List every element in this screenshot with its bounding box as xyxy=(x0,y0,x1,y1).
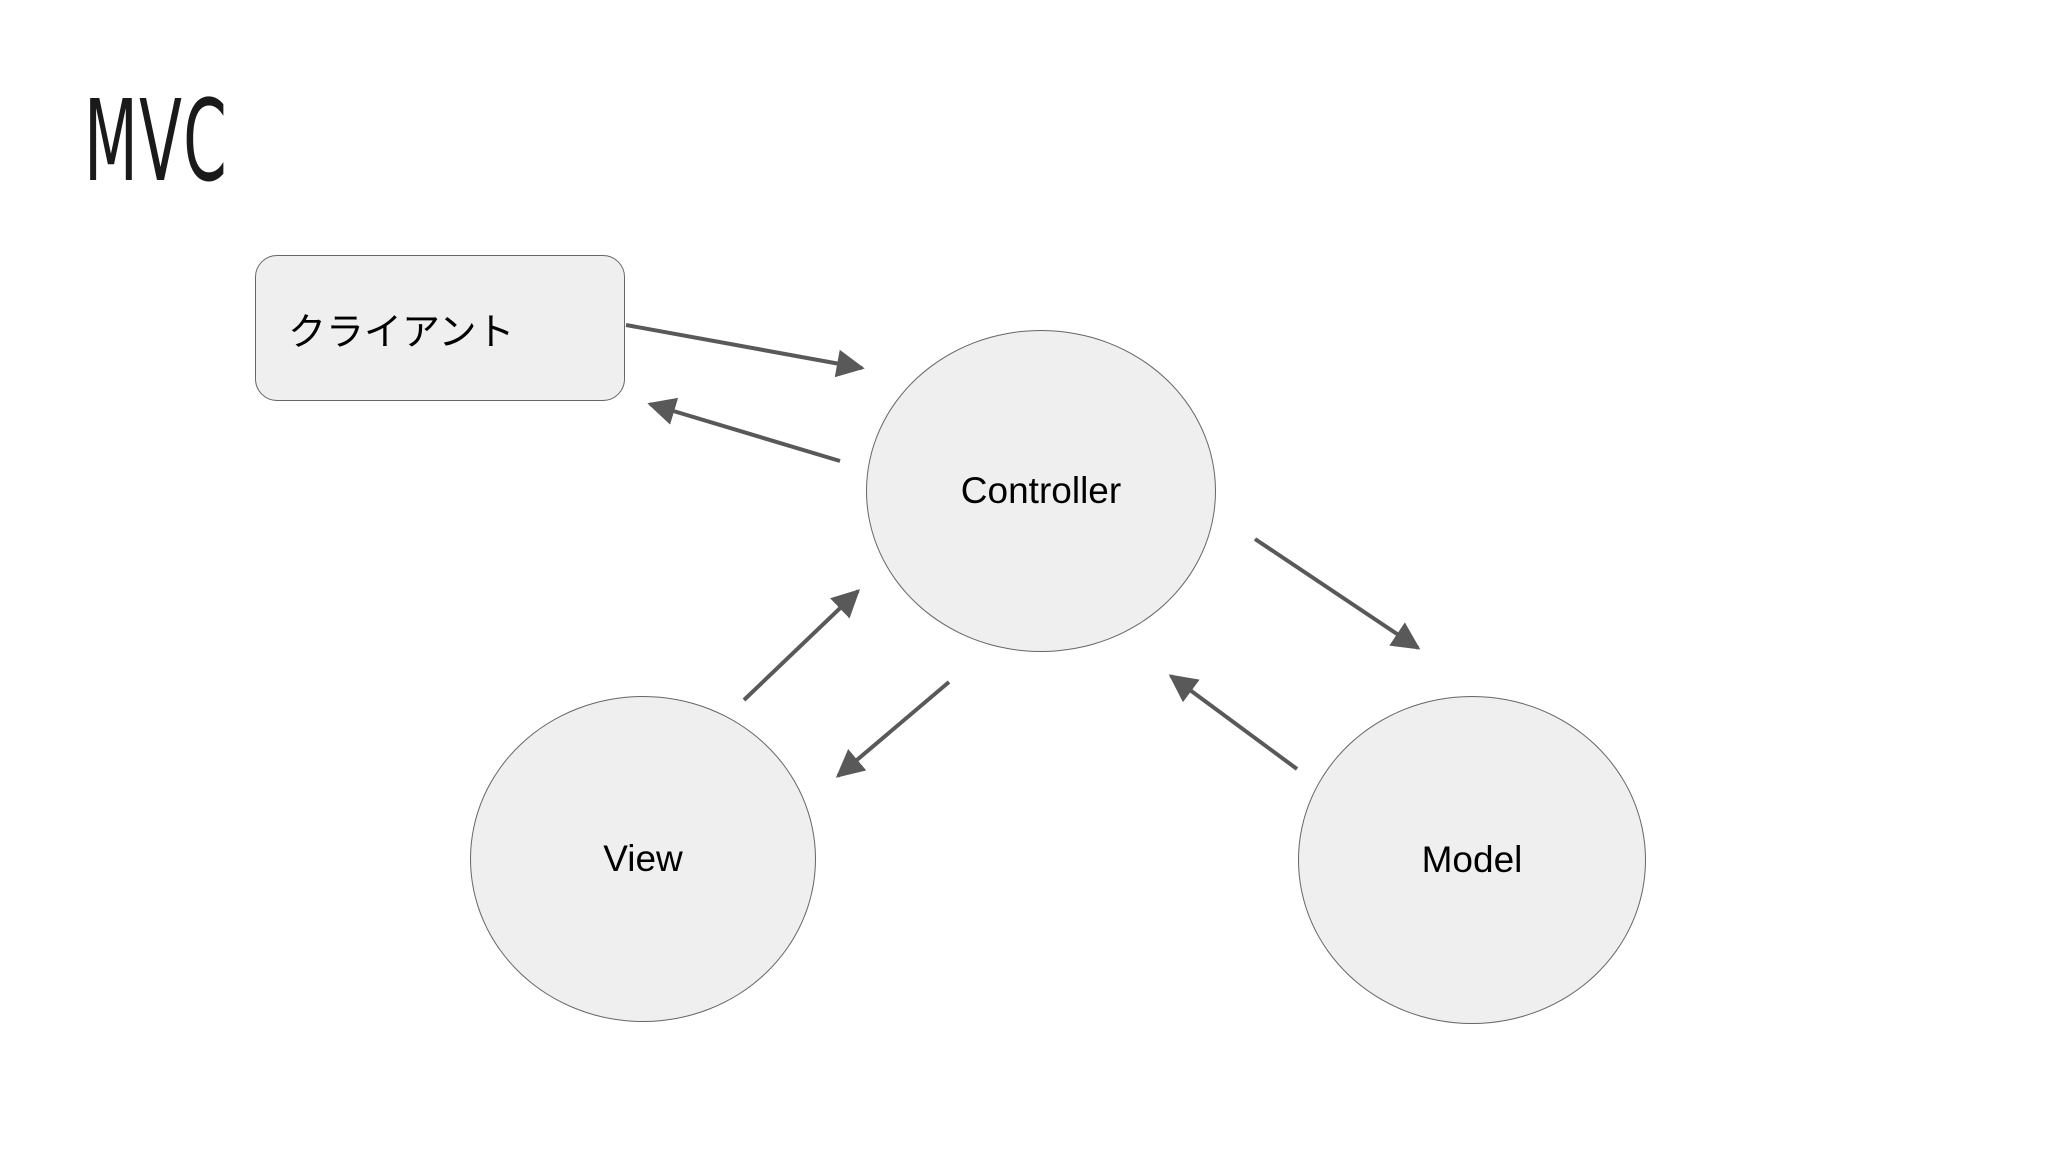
node-view-label: View xyxy=(603,838,683,879)
node-controller[interactable]: Controller xyxy=(866,330,1216,652)
page-title: MVC xyxy=(84,77,228,207)
edge-view-to-controller xyxy=(742,589,861,702)
edge-controller-to-view xyxy=(835,680,951,778)
node-controller-label: Controller xyxy=(960,470,1122,511)
node-view[interactable]: View xyxy=(470,696,816,1022)
edge-model-to-controller xyxy=(1168,674,1299,771)
node-model-label: Model xyxy=(1421,839,1523,880)
node-client-label: クライアント xyxy=(288,311,515,354)
edge-client-to-controller xyxy=(625,323,865,378)
node-client[interactable]: クライアント xyxy=(255,255,625,401)
edge-controller-to-client xyxy=(647,397,841,463)
node-model[interactable]: Model xyxy=(1298,696,1646,1024)
edge-controller-to-model xyxy=(1253,537,1421,650)
